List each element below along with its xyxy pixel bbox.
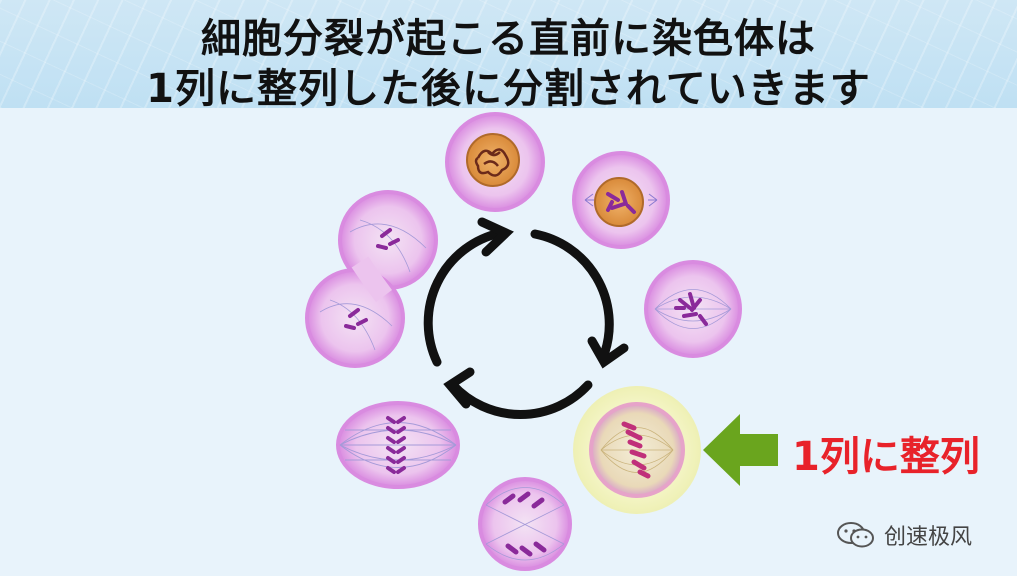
cycle-arrowhead-top	[477, 217, 514, 257]
title-banner: 細胞分裂が起こる直前に染色体は 1列に整列した後に分割されていきます	[0, 0, 1017, 112]
cycle-arrowhead-right	[587, 336, 629, 369]
callout-arrow	[703, 414, 778, 486]
wechat-icon	[837, 522, 874, 548]
cell-anaphase	[478, 477, 572, 571]
watermark: 创速极风	[836, 519, 972, 551]
cell-telophase	[305, 190, 438, 368]
cycle-arrow-right	[530, 229, 614, 357]
cell-interphase	[445, 112, 545, 212]
title-line-2: 1列に整列した後に分割されていきます	[146, 66, 871, 112]
cycle-arrowhead-left	[443, 367, 475, 409]
cell-cycle-diagram	[305, 112, 778, 571]
watermark-text: 创速极风	[884, 525, 973, 550]
cycle-arrow-left	[423, 228, 505, 367]
cell-metaphase-highlighted	[573, 386, 701, 514]
callout-label: 1列に整列	[792, 434, 980, 480]
cell-prometaphase	[644, 260, 742, 358]
cell-prophase	[572, 151, 670, 249]
cycle-arrow-bottom	[448, 380, 593, 419]
cell-late-anaphase	[336, 401, 460, 489]
title-line-1: 細胞分裂が起こる直前に染色体は	[201, 16, 816, 62]
cycle-arrows	[423, 217, 629, 419]
